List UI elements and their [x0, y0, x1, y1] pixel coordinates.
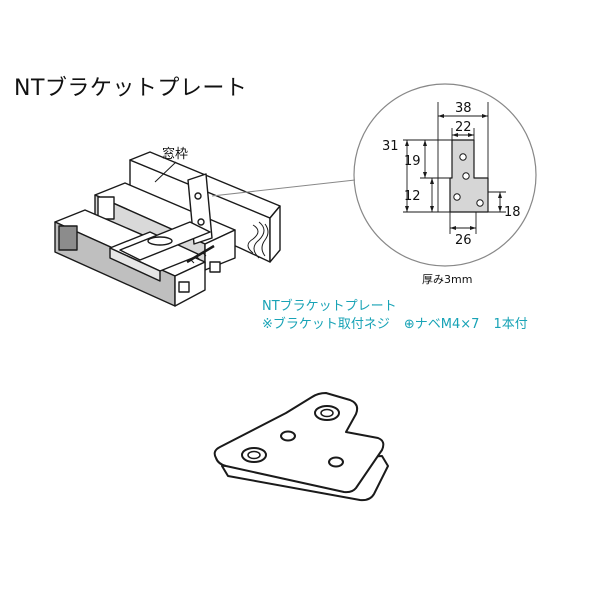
caption-screw-note: ※ブラケット取付ネジ — [262, 317, 390, 332]
dim-width-top: 38 — [455, 101, 472, 116]
caption-line2: ※ブラケット取付ネジ ⊕ナベM4×7 1本付 — [262, 316, 528, 334]
product-plate-large — [213, 392, 389, 502]
dim-height-total: 31 — [382, 139, 399, 154]
dim-width-inner: 22 — [455, 120, 472, 135]
zoom-leader — [211, 179, 356, 197]
assembly-leader — [154, 161, 177, 183]
caption-line1: NTブラケットプレート — [262, 299, 397, 314]
detail-circle — [353, 83, 537, 267]
caption-screw-spec: ⊕ナベM4×7 — [403, 317, 480, 332]
dim-height-upper: 19 — [404, 154, 421, 169]
product-caption: NTブラケットプレート ※ブラケット取付ネジ ⊕ナベM4×7 1本付 — [262, 298, 528, 334]
dimension-arrows — [405, 114, 502, 230]
page-title: NTブラケットプレート — [14, 76, 248, 101]
detail-plate — [449, 139, 489, 213]
caption-quantity: 1本付 — [493, 317, 528, 332]
dim-height-right: 18 — [504, 205, 521, 220]
dim-width-bottom: 26 — [455, 233, 472, 248]
assembly-illustration — [54, 151, 281, 307]
assembly-label: 窓枠 — [162, 146, 188, 162]
dim-height-lower: 12 — [404, 189, 421, 204]
thickness-label: 厚み3mm — [422, 273, 472, 286]
